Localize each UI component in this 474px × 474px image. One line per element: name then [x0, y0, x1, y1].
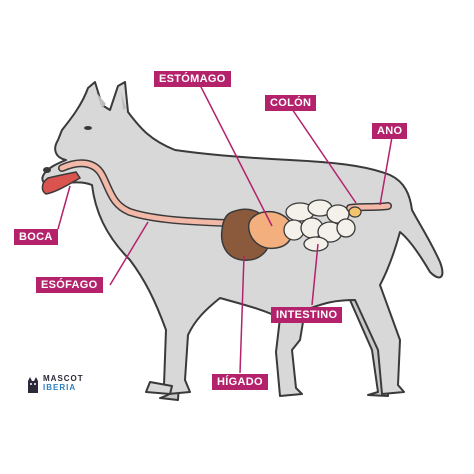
leader-lines [57, 84, 393, 374]
logo-line2: IBERIA [43, 383, 77, 392]
ear-inner [121, 92, 126, 110]
ear-inner [96, 92, 106, 108]
esophagus-fill [59, 160, 265, 229]
mascot-iberia-logo: MASCOT IBERIA [26, 373, 106, 399]
cat-logo-icon [28, 377, 38, 393]
tongue [41, 171, 82, 195]
stomach [247, 210, 294, 250]
label-estomago: ESTÓMAGO [154, 71, 231, 87]
label-higado: HÍGADO [212, 374, 268, 390]
logo-line1: MASCOT [43, 374, 84, 383]
label-ano: ANO [372, 123, 408, 139]
label-boca: BOCA [14, 229, 58, 245]
label-colon: COLÓN [265, 95, 317, 111]
colon-segment [348, 206, 362, 218]
dog-eye [84, 126, 92, 130]
dog-nose [43, 167, 51, 173]
intestines [283, 199, 356, 252]
label-esofago: ESÓFAGO [36, 277, 103, 293]
label-intestino: INTESTINO [271, 307, 343, 323]
